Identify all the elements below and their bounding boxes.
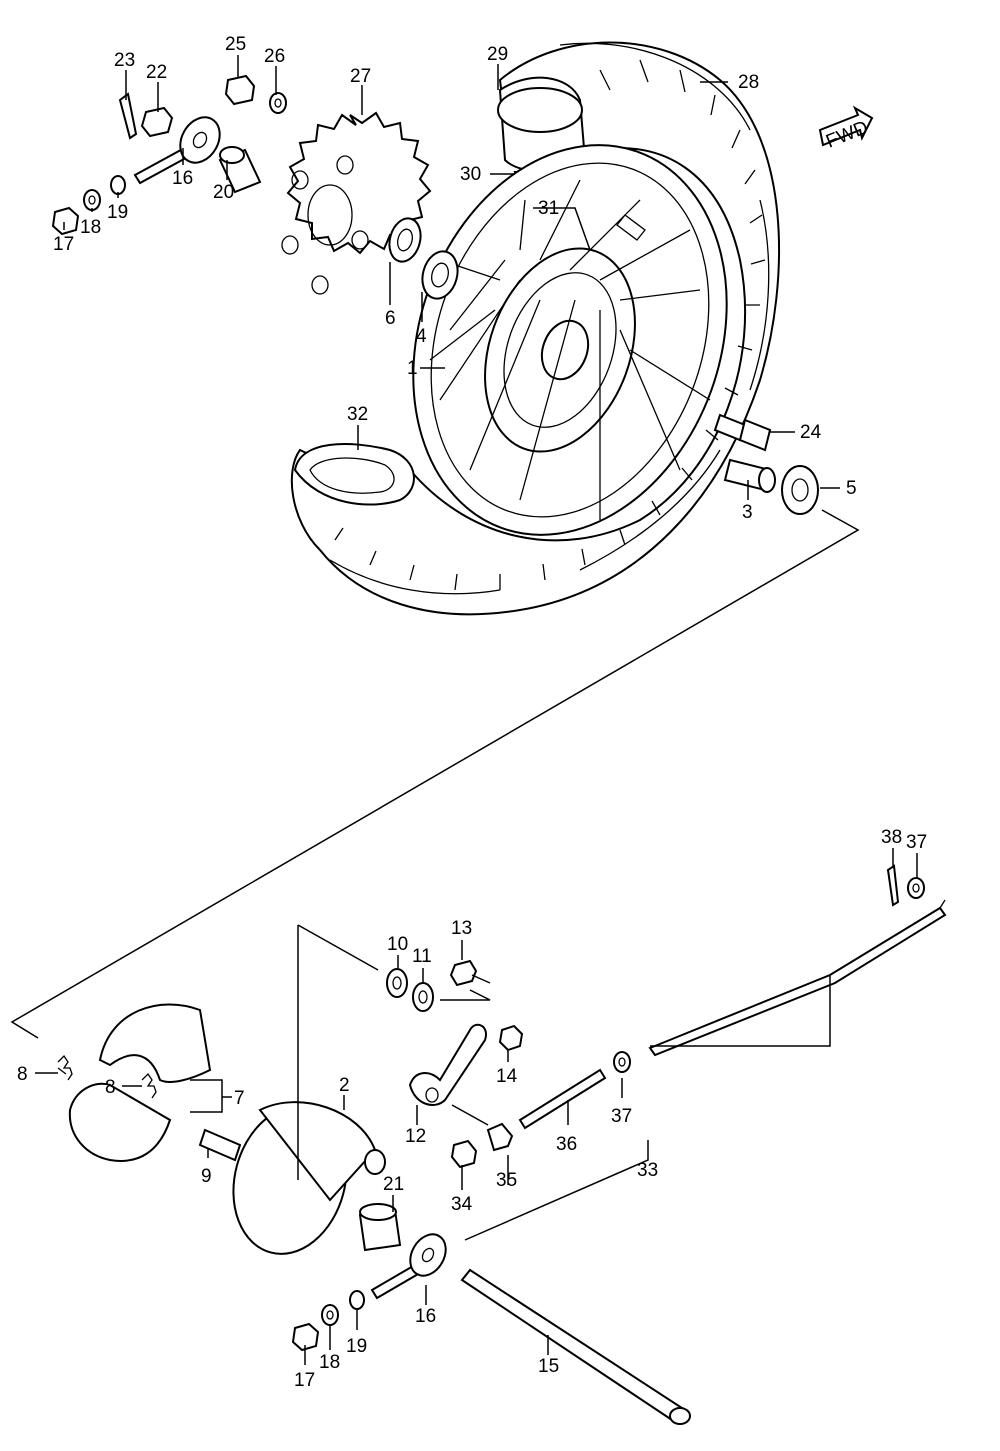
leader-lines [10,55,918,1365]
bearing-part-6 [388,217,422,263]
brake-panel-part-2 [232,1101,386,1255]
bolt-part-13 [449,959,491,987]
callout-37-upper: 37 [906,832,927,853]
axle-bolt-part-24 [713,413,772,452]
tube-part-29 [497,76,587,173]
brake-arm-part-12 [408,1023,487,1106]
callout-6: 6 [385,308,396,329]
brake-rod-part-33 [648,899,947,1057]
nut-part-25 [224,74,256,106]
callout-8-inner: 8 [105,1077,116,1098]
callout-18-upper: 18 [80,217,101,238]
washer-part-19-upper [110,175,126,195]
spacer-part-20 [218,146,262,194]
callout-16-lower: 16 [415,1306,436,1327]
spring-part-8a [57,1054,73,1081]
spacer-part-3 [723,458,776,493]
callout-16-upper: 16 [172,168,193,189]
adjuster-bolt-part-16-upper [133,116,221,185]
callout-34: 34 [451,1194,473,1215]
spring-part-8b [141,1072,157,1099]
washer-part-37-upper [907,877,925,899]
nut-part-17-upper [51,206,80,236]
callout-13: 13 [451,918,472,939]
adjuster-bolt-part-16-lower [370,1233,447,1300]
callout-17-lower: 17 [294,1370,315,1391]
joint-part-35 [486,1122,514,1152]
callout-36: 36 [556,1134,577,1155]
nut-part-22 [140,106,174,138]
callout-19-lower: 19 [346,1336,367,1357]
washer-part-11 [412,982,434,1012]
washer-part-10 [386,968,408,998]
callout-18-lower: 18 [319,1352,340,1373]
callout-3: 3 [742,502,753,523]
callout-14: 14 [496,1066,518,1087]
callout-8-outer: 8 [17,1064,28,1085]
callout-26: 26 [264,46,285,67]
oil-seal-part-4 [421,250,459,300]
callout-10: 10 [387,934,408,955]
callout-30: 30 [460,164,481,185]
brake-shoe-part-7 [68,1003,212,1162]
callout-25: 25 [225,34,246,55]
callout-1: 1 [407,358,418,379]
callout-37-lower: 37 [611,1106,632,1127]
callout-32: 32 [347,404,368,425]
callout-21: 21 [383,1174,404,1195]
cotter-pin-part-23 [118,92,138,140]
callout-17-upper: 17 [53,234,74,255]
callout-23: 23 [114,50,135,71]
nut-part-34 [450,1139,478,1169]
forward-direction-arrow-icon: FWD [818,105,874,153]
washer-part-18-lower [321,1304,339,1326]
bearing-part-5 [781,465,819,515]
cotter-pin-part-38 [886,864,900,907]
callout-22: 22 [146,62,167,83]
sprocket-part-27 [281,111,432,295]
callout-20: 20 [213,182,234,203]
washer-part-19-lower [349,1290,365,1310]
washer-part-26 [269,92,287,114]
callout-31: 31 [538,198,559,219]
callout-38: 38 [881,827,902,848]
wheel-part-1 [412,144,728,536]
callout-19-upper: 19 [107,202,128,223]
callout-labels: 23 22 25 26 27 29 28 16 20 30 31 19 18 1… [17,34,927,1391]
nut-part-14 [498,1024,524,1052]
callout-29: 29 [487,44,508,65]
callout-35: 35 [496,1170,517,1191]
cam-part-9 [198,1128,242,1162]
washer-part-37-lower [613,1051,631,1073]
callout-28: 28 [738,72,759,93]
callout-15: 15 [538,1356,559,1377]
spacer-part-21 [358,1203,402,1252]
callout-2: 2 [339,1075,350,1096]
axle-part-15 [460,1268,691,1425]
callout-9: 9 [201,1166,212,1187]
spring-part-36 [518,1068,607,1130]
nut-part-17-lower [291,1322,320,1352]
washer-part-18-upper [83,189,101,211]
callout-27: 27 [350,66,371,87]
callout-5: 5 [846,478,857,499]
callout-24: 24 [800,422,822,443]
callout-11: 11 [412,946,432,967]
callout-33: 33 [637,1160,658,1181]
tube-part-32 [293,443,415,506]
callout-4: 4 [416,326,427,347]
callout-7: 7 [234,1088,245,1109]
callout-12: 12 [405,1126,426,1147]
